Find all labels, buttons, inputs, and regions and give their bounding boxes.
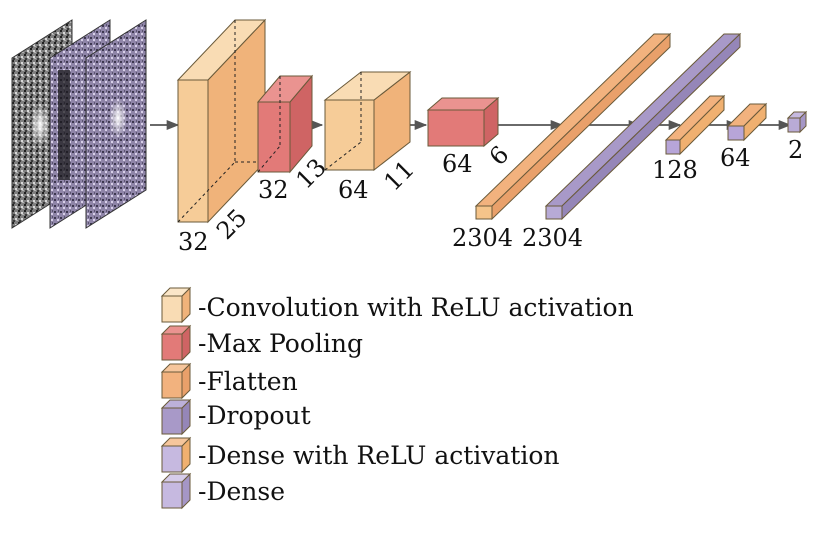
legend-item-flatten: -Flatten bbox=[160, 362, 298, 400]
dense1-bar bbox=[664, 94, 726, 156]
legend-item-convolution: -Convolution with ReLU activation bbox=[160, 286, 634, 324]
conv2-depth-label: 64 bbox=[338, 176, 369, 204]
output-cube bbox=[786, 110, 808, 134]
flatten-size-label: 2304 bbox=[452, 224, 513, 252]
dropout-cube-icon bbox=[160, 398, 192, 436]
dense-cube-icon bbox=[160, 472, 192, 510]
pool2-depth-label: 64 bbox=[442, 150, 473, 178]
conv2-block bbox=[323, 70, 412, 172]
legend-label-dense-relu: -Dense with ReLU activation bbox=[198, 441, 560, 470]
conv1-block bbox=[176, 18, 267, 224]
dropout-bar bbox=[544, 32, 742, 221]
legend-item-dropout: -Dropout bbox=[160, 398, 311, 436]
legend-label-dropout: -Dropout bbox=[198, 401, 311, 430]
output-size-label: 2 bbox=[788, 136, 803, 164]
dense2-size-label: 64 bbox=[720, 144, 751, 172]
legend-label-max-pooling: -Max Pooling bbox=[198, 329, 363, 358]
flatten-bar bbox=[474, 32, 672, 221]
conv1-depth-label: 32 bbox=[178, 228, 209, 256]
pool2-block bbox=[426, 96, 500, 148]
dense1-size-label: 128 bbox=[652, 156, 698, 184]
legend-item-dense: -Dense bbox=[160, 472, 285, 510]
legend-label-convolution: -Convolution with ReLU activation bbox=[198, 293, 634, 322]
legend-label-dense: -Dense bbox=[198, 477, 285, 506]
legend: -Convolution with ReLU activation -Max P… bbox=[160, 286, 634, 510]
legend-item-dense-relu: -Dense with ReLU activation bbox=[160, 436, 560, 474]
flatten-cube-icon bbox=[160, 362, 192, 400]
dense2-bar bbox=[726, 102, 768, 142]
max-pooling-cube-icon bbox=[160, 324, 192, 362]
pool1-depth-label: 32 bbox=[258, 176, 289, 204]
legend-label-flatten: -Flatten bbox=[198, 367, 298, 396]
input-image-stack bbox=[11, 19, 147, 229]
dense-relu-cube-icon bbox=[160, 436, 192, 474]
pool1-block bbox=[256, 74, 314, 174]
legend-item-max-pooling: -Max Pooling bbox=[160, 324, 363, 362]
dropout-size-label: 2304 bbox=[522, 224, 583, 252]
convolution-cube-icon bbox=[160, 286, 192, 324]
pool2-width-label: 6 bbox=[484, 140, 515, 171]
